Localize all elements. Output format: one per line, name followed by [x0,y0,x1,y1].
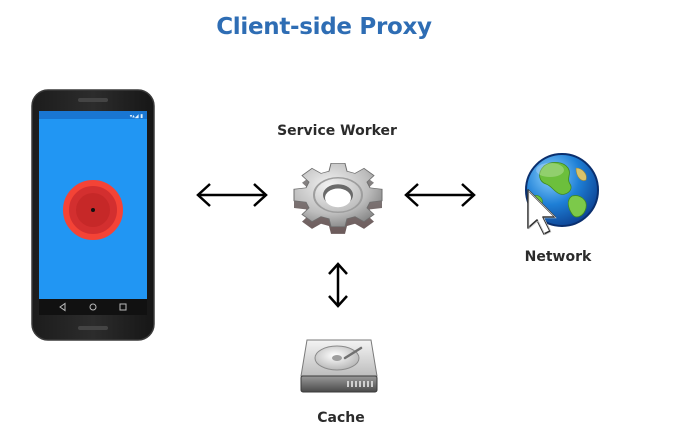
svg-text:▾▴◢ ▮: ▾▴◢ ▮ [130,114,143,120]
hard-drive-icon [300,339,378,393]
arrow-service-worker-cache [328,262,348,308]
cache-label: Cache [317,410,365,426]
arrow-phone-service-worker [196,183,268,207]
arrow-service-worker-network [404,183,476,207]
network-label: Network [524,249,592,265]
smartphone-icon: ▾▴◢ ▮ [31,89,155,341]
diagram-title: Client-side Proxy [216,14,432,40]
globe-cursor-icon [525,153,599,236]
gear-icon [293,162,383,234]
service-worker-label: Service Worker [277,123,397,139]
